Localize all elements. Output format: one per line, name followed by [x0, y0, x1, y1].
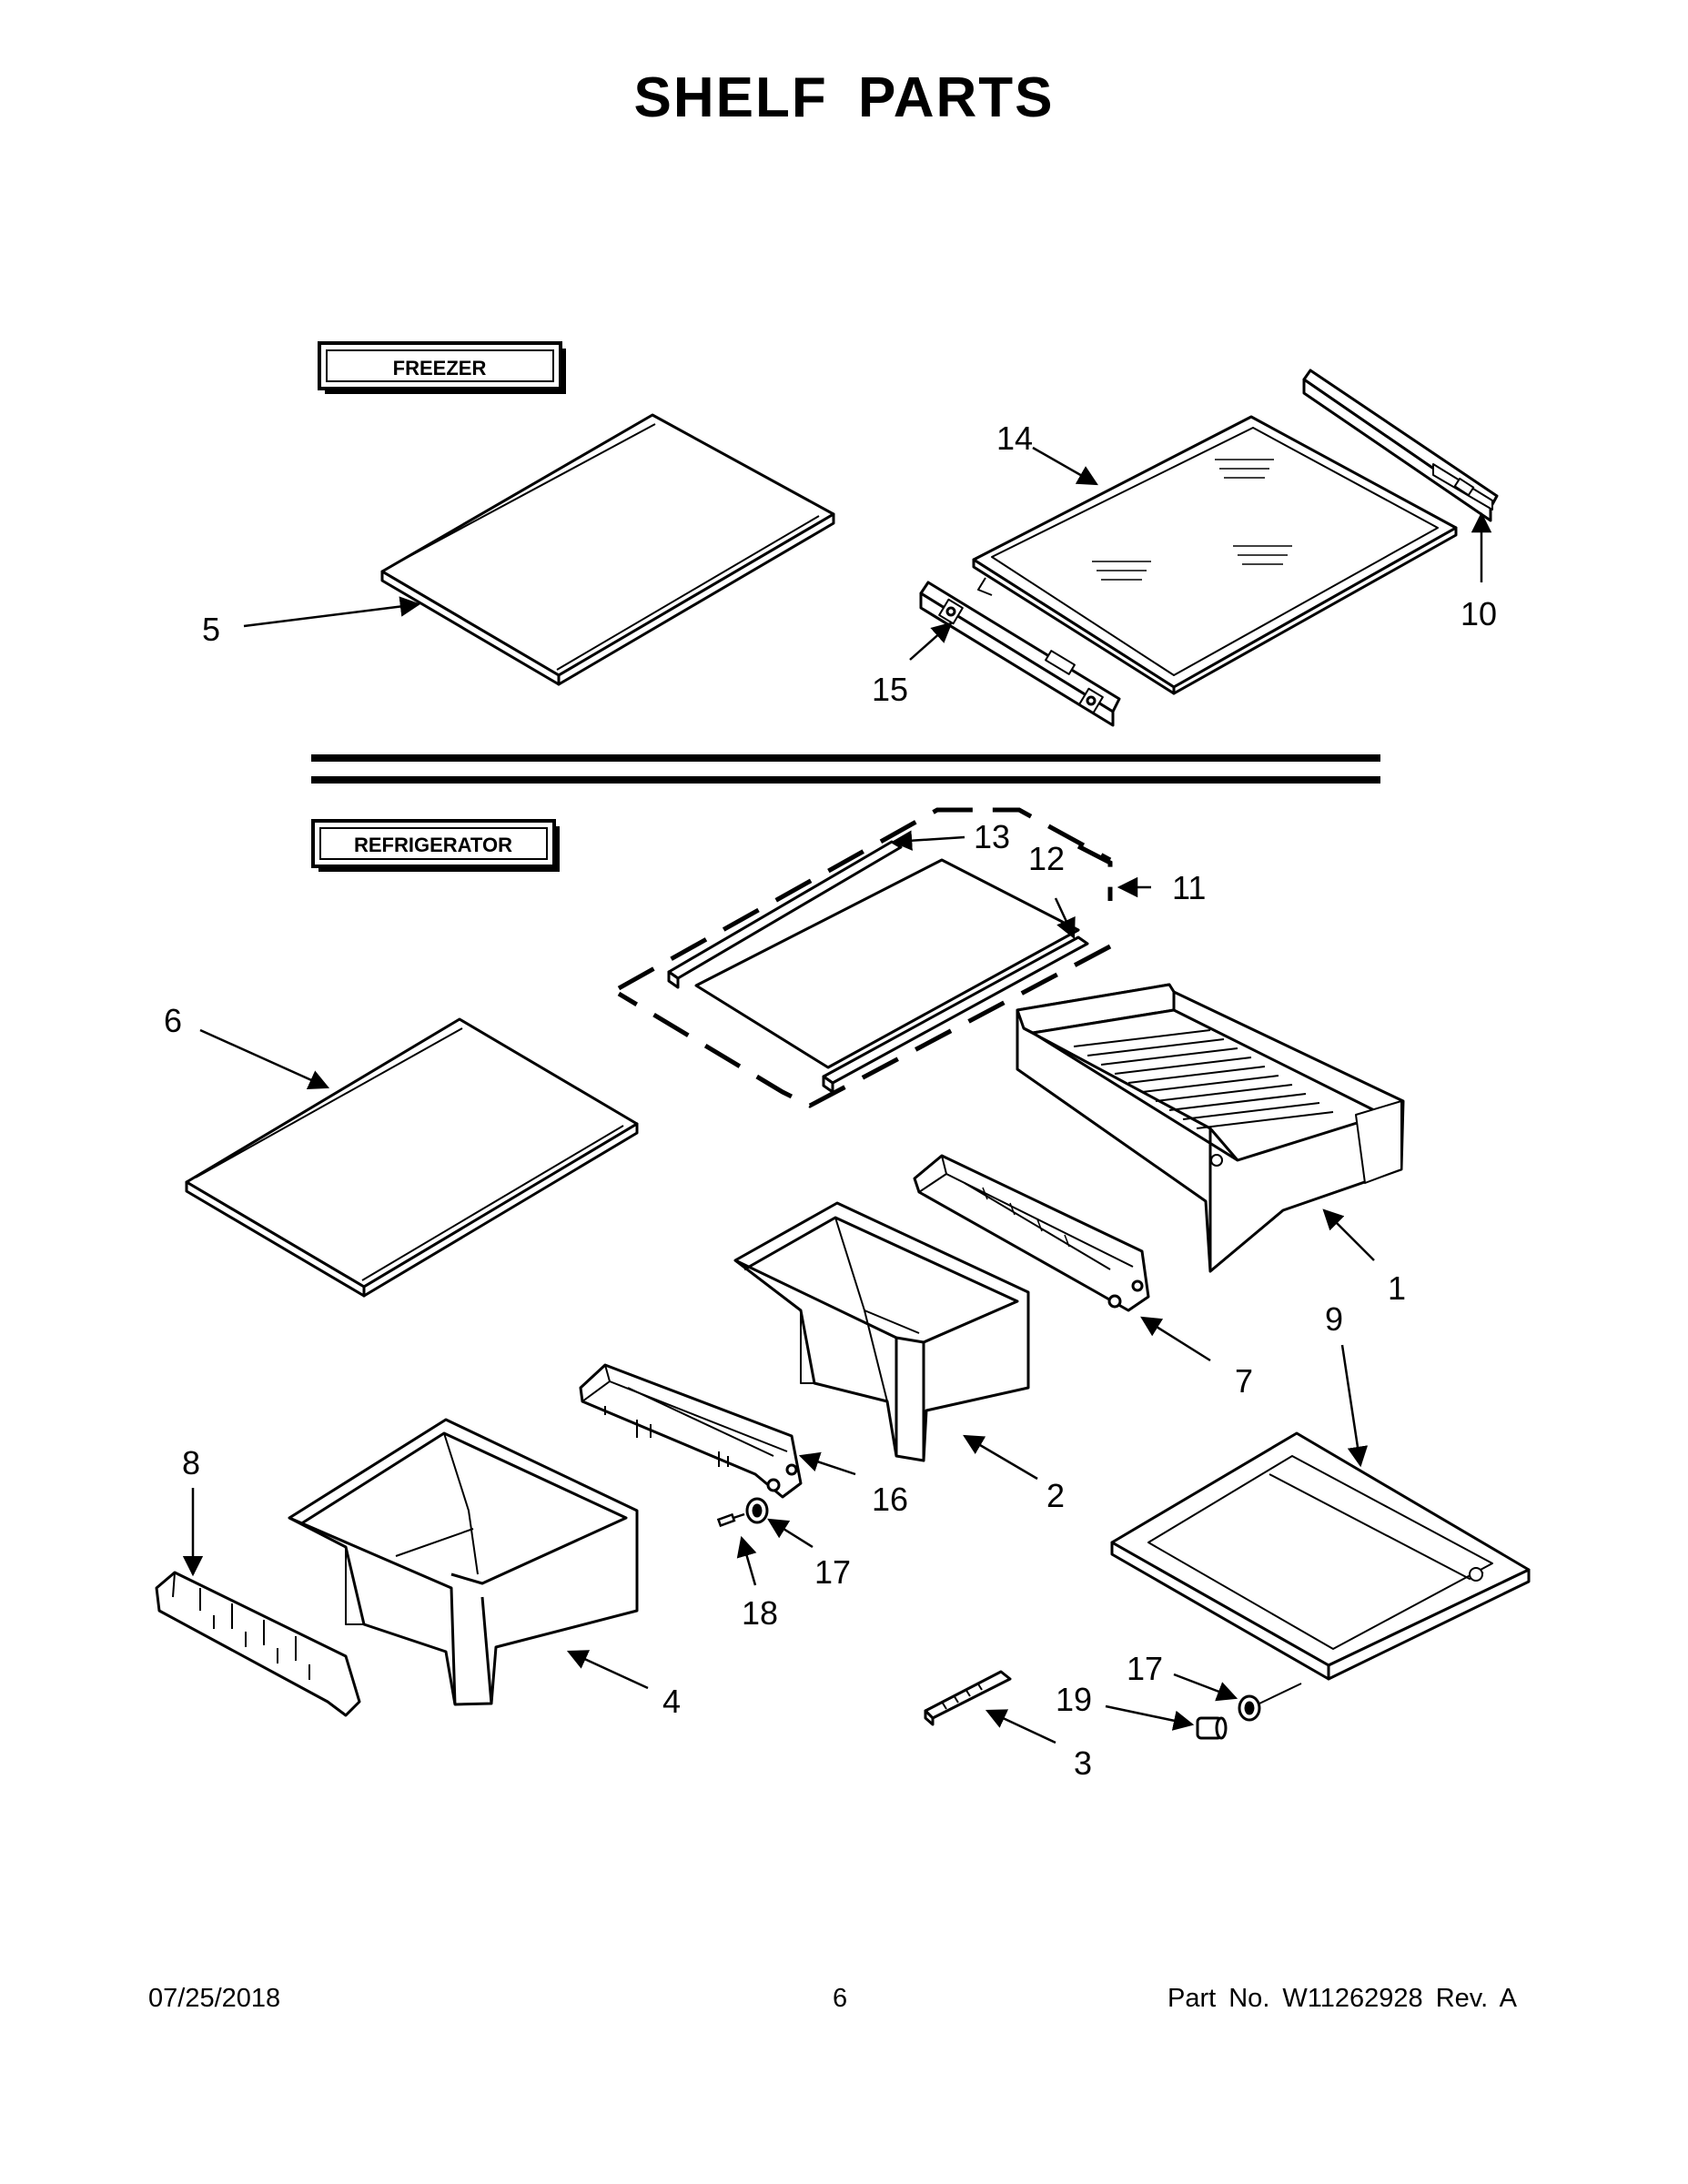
callout-13: 13: [974, 818, 1010, 855]
part-1-large-drawer: [1016, 983, 1405, 1273]
part-5-freezer-shelf: [380, 413, 835, 686]
leader-4: [566, 1650, 649, 1690]
leader-12: [1054, 897, 1076, 940]
callout-9: 9: [1325, 1300, 1343, 1338]
part-8-drawer-slide: [155, 1571, 361, 1717]
leader-17b: [1173, 1673, 1238, 1702]
callout-6: 6: [164, 1002, 182, 1039]
leader-7: [1140, 1316, 1211, 1362]
part-14-glass-shelf: [972, 415, 1458, 695]
callout-8: 8: [182, 1444, 200, 1481]
part-11-shelf-assembly-outline: [617, 807, 1113, 1108]
leader-1: [1322, 1208, 1375, 1261]
leader-18: [736, 1535, 757, 1586]
leader-19: [1105, 1704, 1195, 1731]
callout-1: 1: [1388, 1269, 1406, 1307]
leader-17a: [767, 1518, 814, 1549]
part-2-medium-drawer: [733, 1201, 1030, 1462]
part-7-drawer-slide: [913, 1154, 1150, 1312]
callout-16: 16: [872, 1481, 908, 1518]
part-9-drawer-cover: [1110, 1431, 1531, 1681]
callout-10: 10: [1461, 595, 1497, 632]
part-17-washer-lower: [1238, 1683, 1302, 1722]
callout-18: 18: [742, 1594, 778, 1632]
part-18-screw: [716, 1512, 745, 1528]
callout-11: 11: [1172, 869, 1206, 906]
leader-6: [199, 1028, 330, 1089]
callout-numbers: 5 14 10 15 13 12 11 6 1 7 9 2 16 17 18 8…: [164, 420, 1497, 1782]
callout-15: 15: [872, 671, 908, 708]
leader-3: [985, 1709, 1056, 1744]
page-title: SHELF PARTS: [633, 66, 1055, 129]
callout-7: 7: [1235, 1362, 1253, 1400]
callout-17a: 17: [814, 1553, 851, 1591]
footer-part-number: Part No. W11262928 Rev. A: [1167, 1984, 1518, 2013]
leader-arrows: [182, 446, 1492, 1744]
part-4-small-drawer: [288, 1418, 639, 1706]
refrigerator-section-label: REFRIGERATOR: [311, 819, 560, 872]
leader-2: [963, 1434, 1038, 1481]
callout-12: 12: [1028, 840, 1065, 877]
refrigerator-label: REFRIGERATOR: [354, 834, 512, 856]
section-divider: [311, 754, 1380, 784]
footer-page-number: 6: [833, 1984, 848, 2013]
callout-3: 3: [1074, 1744, 1092, 1782]
callout-4: 4: [662, 1683, 681, 1720]
part-13-12-shelf-glass-and-trims: [667, 840, 1089, 1094]
freezer-label: FREEZER: [393, 357, 487, 379]
part-19-cap: [1196, 1716, 1228, 1740]
leader-16: [798, 1451, 856, 1476]
freezer-section-label: FREEZER: [318, 341, 566, 394]
callout-2: 2: [1046, 1477, 1065, 1514]
footer-date: 07/25/2018: [148, 1984, 281, 2013]
callout-17b: 17: [1127, 1650, 1163, 1687]
part-15-shelf-rail: [919, 581, 1121, 727]
callout-19: 19: [1056, 1681, 1092, 1718]
leader-13: [891, 830, 965, 851]
leader-14: [1032, 446, 1098, 486]
leader-5: [243, 596, 421, 628]
callout-14: 14: [996, 420, 1033, 457]
part-6-refrigerator-shelf: [185, 1017, 639, 1298]
leader-9: [1340, 1344, 1369, 1468]
callout-5: 5: [202, 611, 220, 648]
part-3-clip: [924, 1670, 1012, 1726]
part-16-drawer-slide: [579, 1363, 803, 1499]
leader-15: [909, 622, 953, 661]
part-17-washer-upper: [745, 1497, 769, 1524]
